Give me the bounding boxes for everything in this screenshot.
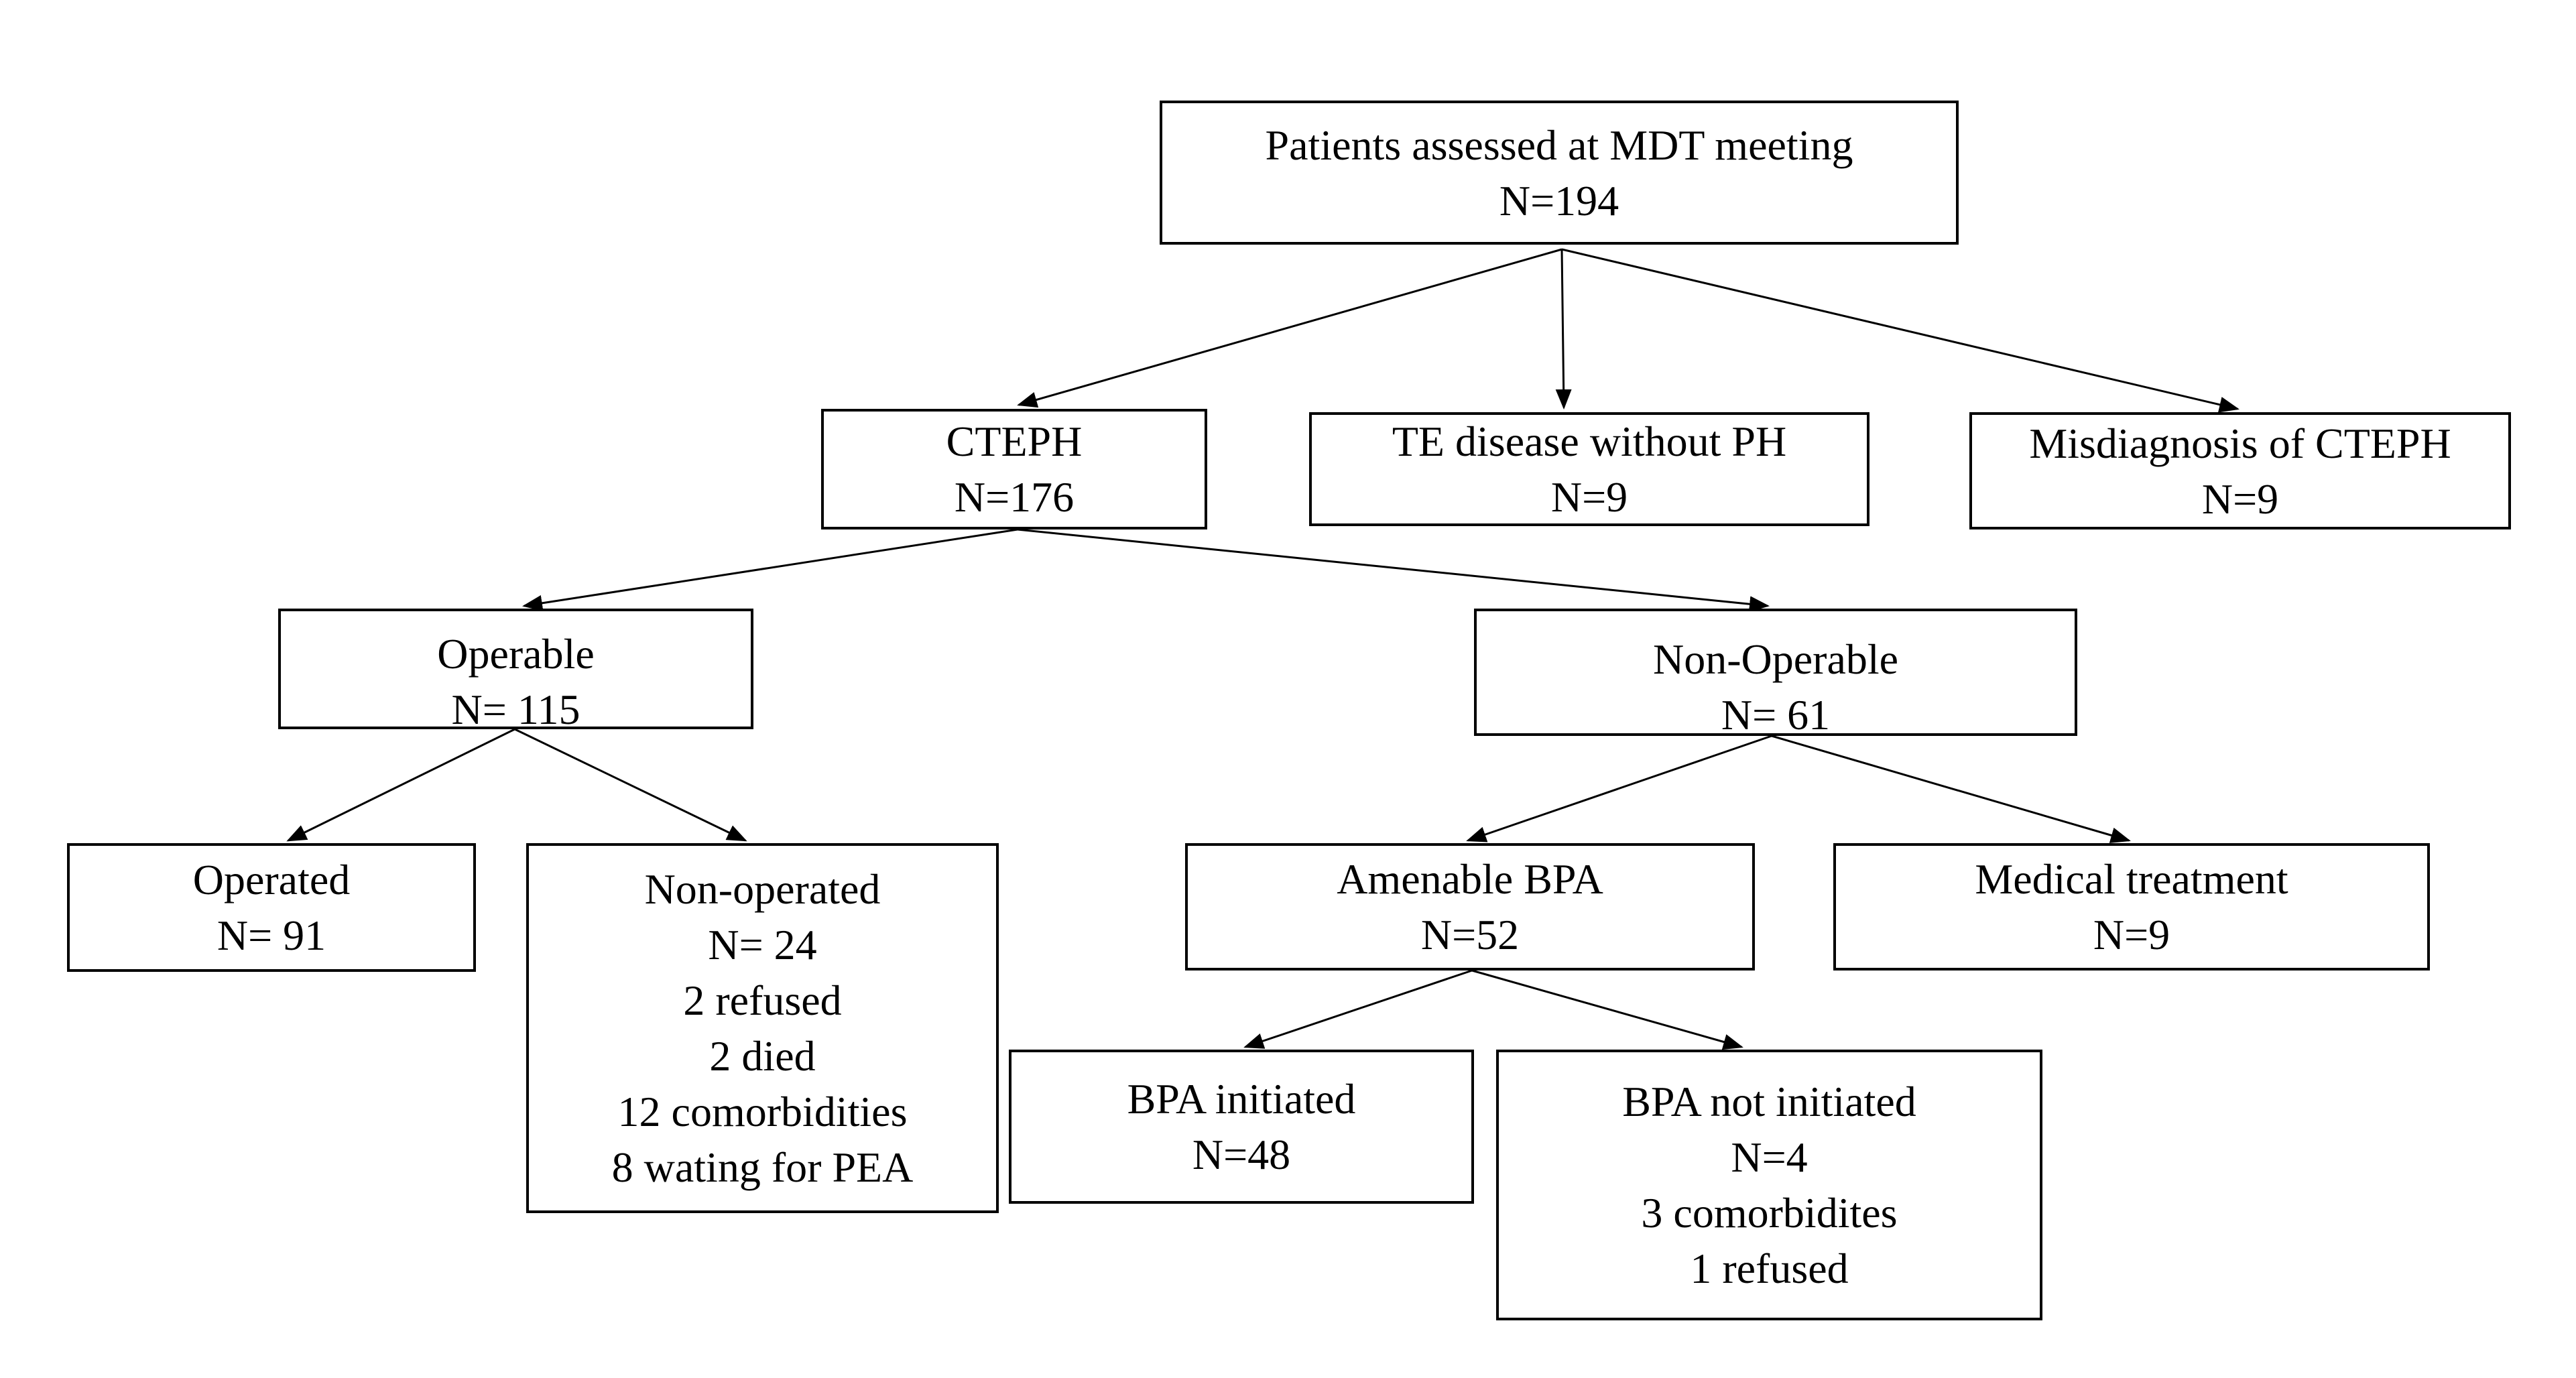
node-bpa-initiated: BPA initiated N=48 xyxy=(1009,1050,1474,1204)
node-label: BPA initiated xyxy=(1127,1075,1356,1123)
arrow-mdt-to-cteph xyxy=(1017,248,1562,408)
node-amenable-bpa: Amenable BPA N=52 xyxy=(1185,843,1755,970)
arrow-cteph-to-non-operable xyxy=(1017,528,1770,613)
node-te-disease-without-ph: TE disease without PH N=9 xyxy=(1309,412,1869,526)
node-label: BPA not initiated xyxy=(1622,1078,1916,1125)
node-count: N=194 xyxy=(1499,176,1619,225)
arrow-operable-to-operated xyxy=(286,728,515,842)
node-detail: 1 refused xyxy=(1690,1245,1849,1292)
node-count: N=176 xyxy=(954,473,1075,521)
node-label: Amenable BPA xyxy=(1337,855,1603,903)
node-count: N=52 xyxy=(1420,911,1520,958)
node-label: Operable xyxy=(437,630,595,678)
arrow-operable-to-non-operated xyxy=(514,728,747,842)
node-patients-assessed-mdt: Patients assessed at MDT meeting N=194 xyxy=(1160,101,1959,245)
node-non-operable: Non-Operable N= 61 xyxy=(1474,609,2077,739)
node-count: N= 91 xyxy=(217,912,326,959)
arrow-amenable-bpa-to-bpa-initiated xyxy=(1243,969,1473,1049)
node-count: N= 115 xyxy=(451,686,580,733)
node-medical-treatment: Medical treatment N=9 xyxy=(1833,843,2430,970)
node-detail: 12 comorbidities xyxy=(617,1088,908,1135)
arrow-non-operable-to-medical-treatment xyxy=(1771,735,2131,843)
node-detail: 2 died xyxy=(709,1032,816,1080)
node-count: N=48 xyxy=(1192,1131,1291,1178)
node-label: Non-Operable xyxy=(1652,635,1899,683)
node-detail: 3 comorbidites xyxy=(1641,1189,1898,1237)
arrow-mdt-to-misdiagnosis xyxy=(1561,248,2240,413)
arrow-amenable-bpa-to-bpa-not-initiated xyxy=(1471,969,1743,1050)
node-count: N= 24 xyxy=(708,921,817,968)
node-count: N=9 xyxy=(1550,473,1628,521)
node-detail: 8 wating for PEA xyxy=(611,1143,914,1191)
node-operated: Operated N= 91 xyxy=(67,843,476,972)
node-bpa-not-initiated: BPA not initiated N=4 3 comorbidites 1 r… xyxy=(1496,1050,2042,1320)
node-operable: Operable N= 115 xyxy=(278,609,753,733)
node-cteph: CTEPH N=176 xyxy=(821,409,1207,529)
node-label: Medical treatment xyxy=(1975,855,2288,903)
node-label: Patients assessed at MDT meeting xyxy=(1265,121,1853,169)
node-label: TE disease without PH xyxy=(1392,418,1787,465)
node-count: N=9 xyxy=(2093,911,2170,958)
node-misdiagnosis-of-cteph: Misdiagnosis of CTEPH N=9 xyxy=(1969,412,2511,529)
node-label: Misdiagnosis of CTEPH xyxy=(2029,419,2451,467)
node-label: Operated xyxy=(192,856,351,903)
node-count: N= 61 xyxy=(1721,691,1831,739)
node-count: N=9 xyxy=(2201,475,2279,523)
node-count: N=4 xyxy=(1731,1133,1808,1181)
node-detail: 2 refused xyxy=(683,977,842,1024)
node-label: CTEPH xyxy=(946,418,1083,465)
arrow-mdt-to-te-disease xyxy=(1555,249,1572,410)
node-non-operated: Non-operated N= 24 2 refused 2 died 12 c… xyxy=(526,843,999,1213)
arrow-non-operable-to-amenable-bpa xyxy=(1466,735,1772,842)
arrow-cteph-to-operable xyxy=(522,528,1018,611)
node-label: Non-operated xyxy=(644,865,881,913)
